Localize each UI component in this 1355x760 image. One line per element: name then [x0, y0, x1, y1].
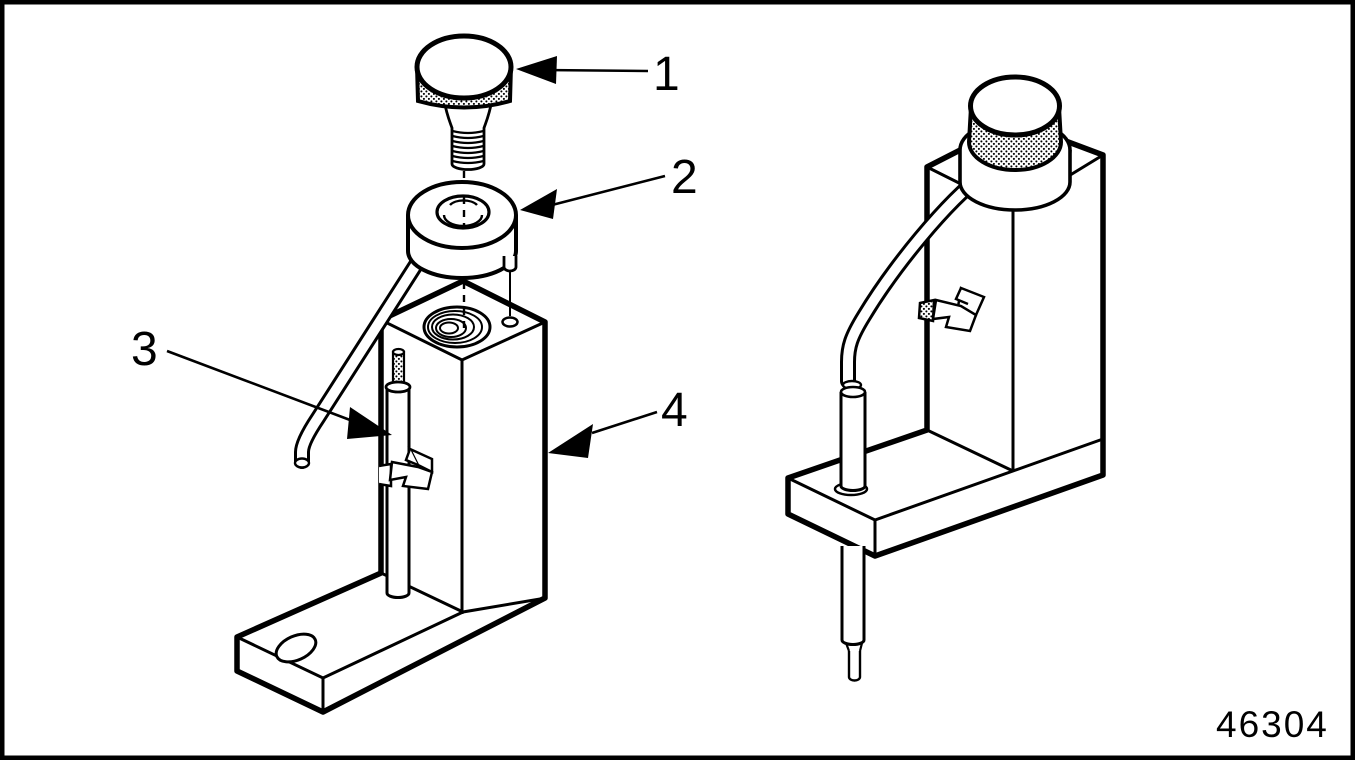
pump-rod-assembled — [839, 392, 867, 682]
pin-hole — [501, 316, 519, 328]
arrowhead-3 — [347, 407, 392, 439]
callout-4: 4 — [548, 384, 688, 458]
callout-3: 3 — [131, 323, 392, 439]
exploded-view — [234, 33, 548, 715]
rod-clip — [378, 446, 434, 491]
assembled-view — [785, 74, 1106, 682]
pump-block-assembled — [785, 119, 1106, 559]
arrowhead-2 — [520, 189, 557, 219]
callout-1: 1 — [516, 48, 680, 101]
callout-1-label: 1 — [653, 48, 680, 101]
figure-number: 46304 — [1216, 704, 1329, 745]
arrowhead-4 — [548, 424, 593, 458]
threaded-hole — [422, 305, 492, 349]
arrowhead-1 — [516, 56, 557, 84]
pump-tube-assembled — [839, 165, 993, 399]
callout-2: 2 — [520, 151, 698, 219]
pump-rod — [384, 347, 412, 599]
thumb-screw-assembled — [966, 74, 1064, 172]
base-mounting-hole — [274, 632, 318, 664]
callout-3-label: 3 — [131, 323, 158, 376]
thumb-screw — [414, 33, 514, 171]
pump-tube — [293, 235, 438, 469]
screw-threads — [452, 129, 484, 165]
callout-2-label: 2 — [671, 151, 698, 204]
callouts: 1 2 3 4 — [131, 48, 698, 458]
rod-clip-assembled — [917, 286, 986, 333]
callout-4-label: 4 — [661, 384, 688, 437]
